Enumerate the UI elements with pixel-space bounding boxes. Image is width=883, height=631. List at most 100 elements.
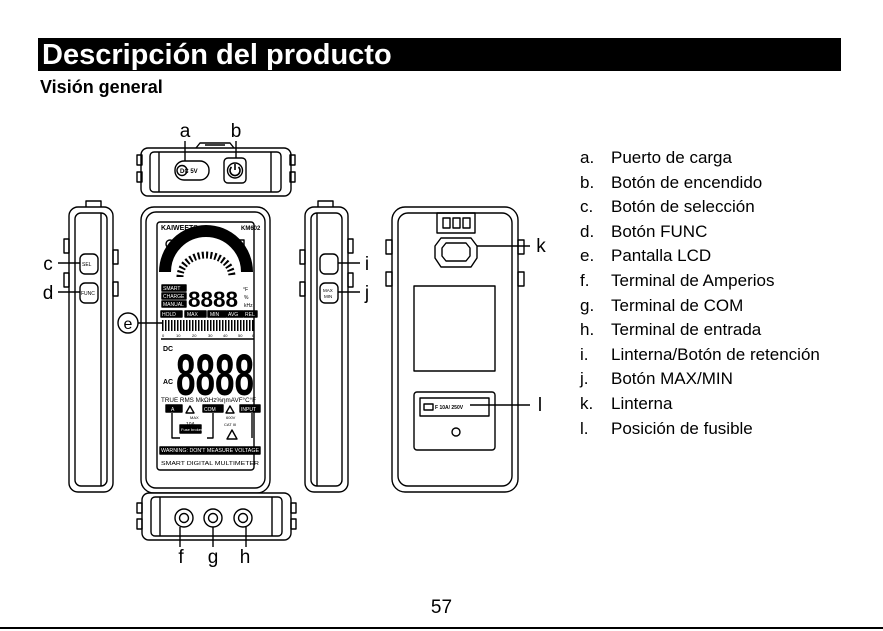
title-bar bbox=[38, 38, 841, 71]
unit-percent: % bbox=[244, 295, 249, 301]
page-number: 57 bbox=[430, 597, 453, 618]
charge-indicator: CHARGE bbox=[163, 294, 185, 300]
bottom-view bbox=[136, 492, 297, 547]
units-row: TRUE RMS MkΩHz%ηmAVF°C°F bbox=[161, 398, 256, 404]
callout-c: c bbox=[43, 254, 53, 275]
sel-button-label: SEL bbox=[82, 262, 92, 268]
back-view bbox=[385, 206, 530, 493]
dc-indicator: DC bbox=[163, 346, 173, 353]
callout-i: i bbox=[365, 254, 369, 275]
warning-text: WARNING: DON'T MEASURE VOLTAGE bbox=[161, 448, 260, 454]
unit-fahrenheit: °F bbox=[243, 287, 248, 293]
page-title: Descripción del producto bbox=[42, 39, 392, 71]
part-letter: k. bbox=[580, 393, 594, 413]
part-letter: e. bbox=[580, 246, 595, 266]
part-name: Botón MAX/MIN bbox=[611, 369, 733, 389]
callout-g: g bbox=[208, 547, 219, 568]
part-name: Puerto de carga bbox=[611, 148, 732, 167]
part-letter: f. bbox=[580, 270, 590, 290]
scale-0: 0 bbox=[162, 333, 165, 338]
device-footer-label: SMART DIGITAL MULTIMETER bbox=[161, 461, 259, 467]
callout-e: e bbox=[124, 316, 133, 333]
cat-rating-label: CAT III bbox=[224, 422, 236, 427]
secondary-digits: 8888 bbox=[188, 287, 238, 312]
part-name: Terminal de Amperios bbox=[611, 270, 775, 290]
callout-b: b bbox=[231, 121, 242, 142]
part-letter: a. bbox=[580, 148, 595, 167]
brand-logo: KAIWEETS bbox=[161, 225, 198, 232]
callout-j: j bbox=[364, 283, 369, 304]
part-letter: b. bbox=[580, 172, 595, 192]
model-label: KM602 bbox=[241, 226, 261, 232]
cat-voltage-label: 600V bbox=[226, 415, 236, 420]
part-name: Posición de fusible bbox=[611, 418, 753, 438]
terminal-a-label: A bbox=[171, 407, 175, 413]
parts-list-item: b. Botón de encendido bbox=[580, 171, 820, 196]
part-name: Linterna bbox=[611, 393, 673, 413]
part-name: Botón de encendido bbox=[611, 172, 763, 192]
part-letter: l. bbox=[580, 418, 589, 438]
parts-list: a. Puerto de carga b. Botón de encendido c… bbox=[580, 146, 820, 441]
section-subtitle: Visión general bbox=[40, 77, 163, 97]
charging-port-label: DC 5V bbox=[180, 169, 198, 175]
part-letter: i. bbox=[580, 344, 589, 364]
parts-list-item: j. Botón MAX/MIN bbox=[580, 367, 820, 392]
hold-indicator: HOLD bbox=[162, 312, 176, 318]
part-letter: h. bbox=[580, 320, 595, 340]
fuse-max-label: MAX bbox=[190, 415, 199, 420]
callout-f: f bbox=[178, 547, 184, 568]
parts-list-item: i. Linterna/Botón de retención bbox=[580, 343, 820, 368]
ac-indicator: AC bbox=[163, 379, 173, 386]
parts-list-item: k. Linterna bbox=[580, 392, 820, 417]
primary-digits: 8888 bbox=[176, 343, 254, 408]
parts-list-item: a. Puerto de carga bbox=[580, 146, 820, 171]
left-side-view bbox=[58, 200, 119, 493]
callout-l: l bbox=[538, 395, 542, 416]
parts-list-item: c. Botón de selección bbox=[580, 195, 820, 220]
parts-list-item: l. Posición de fusible bbox=[580, 417, 820, 442]
scale-50: 50 bbox=[238, 333, 243, 338]
max-indicator: MAX bbox=[187, 312, 199, 318]
max-button-label: MAX bbox=[323, 288, 333, 293]
top-view bbox=[136, 141, 296, 197]
terminal-com-label: COM bbox=[204, 407, 216, 413]
part-letter: j. bbox=[580, 369, 589, 389]
part-name: Botón FUNC bbox=[611, 221, 708, 241]
fuse-amp-label: 10A bbox=[186, 422, 196, 428]
fuse-broken-indicator: Fuse broken bbox=[181, 427, 203, 432]
manual-indicator: MANUAL bbox=[163, 302, 184, 308]
bottom-divider bbox=[0, 627, 883, 629]
smart-indicator: SMART bbox=[163, 286, 180, 292]
terminal-input-label: INPUT bbox=[241, 407, 256, 413]
scale-60: 6 bbox=[252, 333, 255, 338]
avg-indicator: AVG bbox=[228, 312, 238, 318]
part-name: Botón de selección bbox=[611, 197, 755, 217]
fuse-rating-label: F 10A/ 250V bbox=[435, 405, 464, 411]
part-letter: d. bbox=[580, 221, 595, 241]
min-button-label: MIN bbox=[324, 294, 332, 299]
callout-k: k bbox=[536, 236, 546, 257]
part-name: Terminal de COM bbox=[611, 295, 744, 315]
part-name: Linterna/Botón de retención bbox=[611, 344, 820, 364]
right-side-view bbox=[299, 200, 360, 493]
callout-a: a bbox=[180, 121, 191, 142]
parts-list-item: h. Terminal de entrada bbox=[580, 318, 820, 343]
unit-khz: kHz bbox=[244, 303, 253, 309]
func-button-label: FUNC bbox=[81, 291, 95, 297]
parts-list-item: d. Botón FUNC bbox=[580, 220, 820, 245]
min-indicator: MIN bbox=[210, 312, 220, 318]
callout-d: d bbox=[43, 283, 54, 304]
scale-30: 30 bbox=[208, 333, 213, 338]
rel-indicator: REL bbox=[245, 312, 255, 318]
parts-list-item: e. Pantalla LCD bbox=[580, 244, 820, 269]
scale-20: 20 bbox=[192, 333, 197, 338]
parts-list-item: f. Terminal de Amperios bbox=[580, 269, 820, 294]
part-letter: c. bbox=[580, 197, 594, 217]
parts-list-item: g. Terminal de COM bbox=[580, 294, 820, 319]
part-letter: g. bbox=[580, 295, 595, 315]
callout-h: h bbox=[240, 547, 251, 568]
part-name: Terminal de entrada bbox=[611, 320, 762, 340]
scale-10: 10 bbox=[176, 333, 181, 338]
part-name: Pantalla LCD bbox=[611, 246, 712, 266]
